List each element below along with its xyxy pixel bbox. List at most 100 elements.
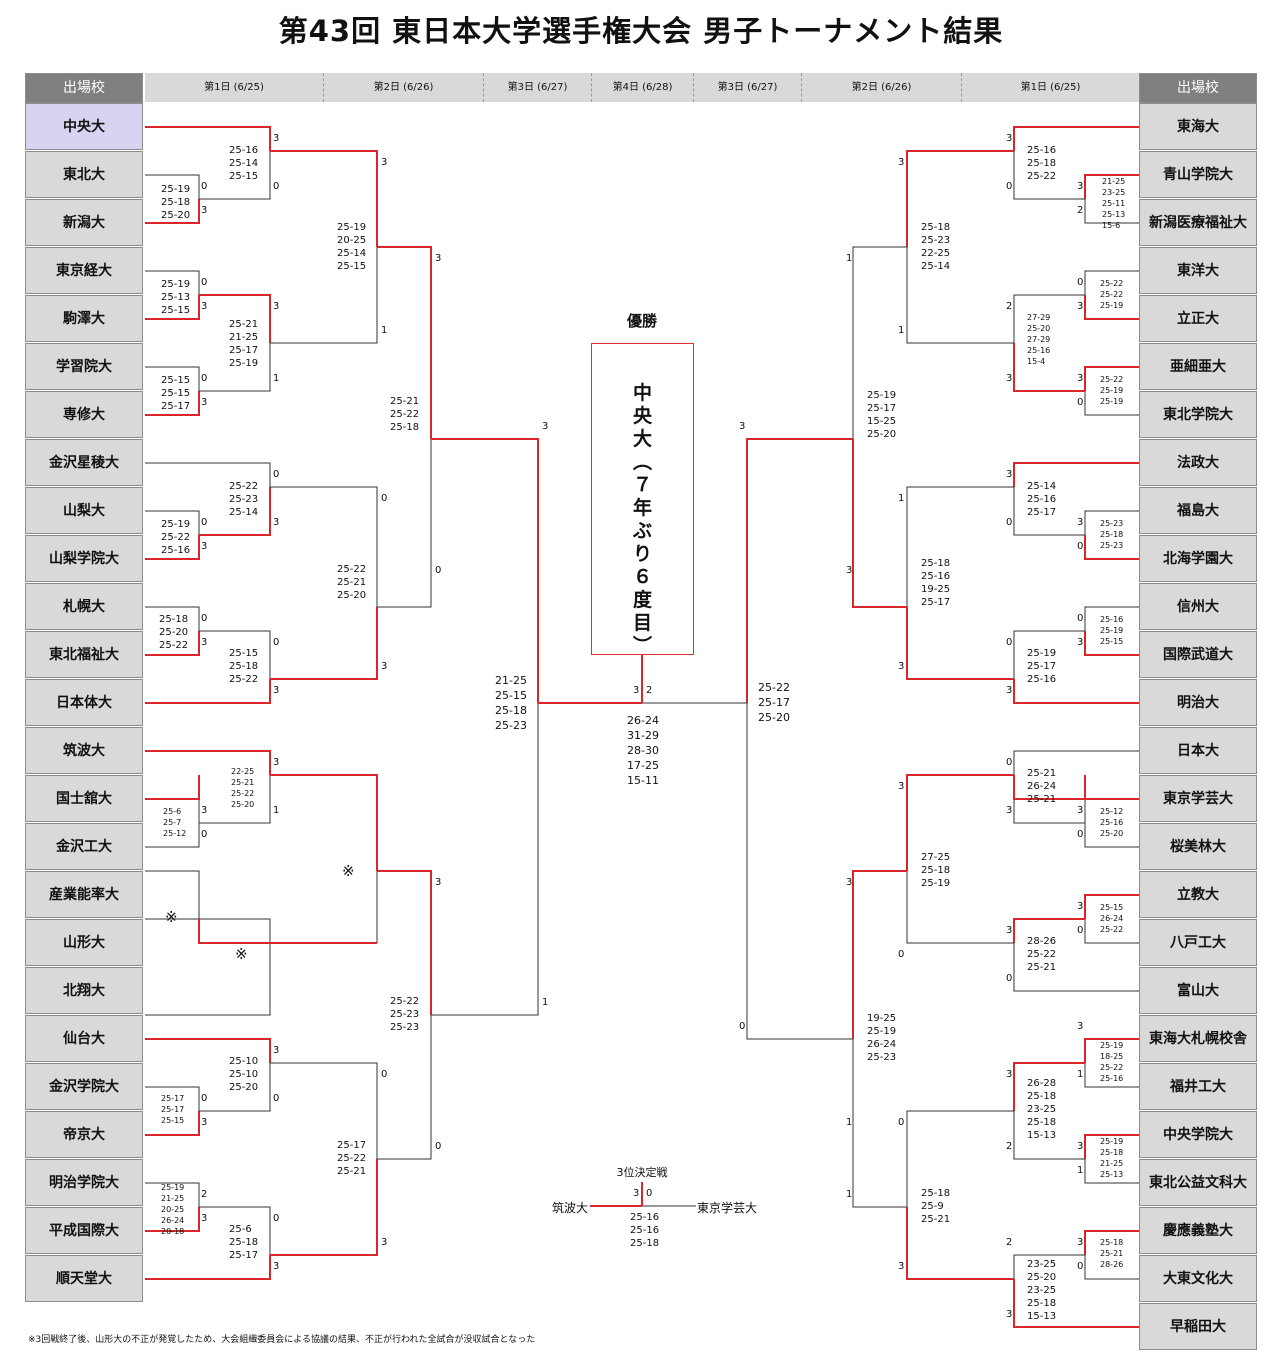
- bracket-winner-line: [431, 438, 539, 703]
- games-won: 3: [201, 205, 208, 216]
- bracket-winner-line: [270, 1159, 378, 1256]
- right-team-17: 立教大: [1139, 871, 1257, 918]
- games-won: 3: [201, 397, 208, 408]
- games-won: 0: [1077, 829, 1084, 840]
- bracket-winner-line: [270, 774, 378, 871]
- games-won: 3: [1077, 517, 1084, 528]
- games-won: 3: [201, 805, 208, 816]
- set-scores: 25-18 25-16 19-25 25-17: [921, 558, 951, 608]
- set-scores: 25-17 25-17 25-15: [161, 1094, 185, 1125]
- bracket-winner-line: [1013, 1279, 1139, 1328]
- games-won: 0: [201, 613, 208, 624]
- left-team-18: 山形大: [25, 919, 143, 966]
- set-scores: 25-19 21-25 20-25 26-24 20-18: [161, 1183, 185, 1236]
- champion-text-char: ︶: [632, 635, 652, 657]
- set-scores: 25-21 21-25 25-17 25-19: [229, 319, 259, 369]
- right-school-header: 出場校: [1139, 73, 1257, 103]
- games-won: 3: [898, 1261, 905, 1272]
- left-team-17: 産業能率大: [25, 871, 143, 918]
- set-scores: 25-22 25-22 25-19: [1100, 279, 1124, 310]
- bracket-winner-line: [1084, 1230, 1139, 1255]
- bracket-winner-line: [145, 775, 200, 800]
- left-team-24: 平成国際大: [25, 1207, 143, 1254]
- games-won: 3: [381, 1237, 388, 1248]
- set-scores: 25-21 26-24 25-21: [1027, 768, 1057, 805]
- set-scores: 25-19 25-17 25-16: [1027, 648, 1057, 685]
- games-won: 3: [1077, 1141, 1084, 1152]
- games-won: 3: [201, 541, 208, 552]
- games-won: 0: [381, 493, 388, 504]
- void-mark: ※: [342, 862, 355, 880]
- set-scores: 27-25 25-18 25-19: [921, 852, 951, 889]
- games-won: 3: [1006, 373, 1013, 384]
- right-team-2: 青山学院大: [1139, 151, 1257, 198]
- champion-text-char: ７: [632, 474, 652, 496]
- right-team-12: 国際武道大: [1139, 631, 1257, 678]
- bracket-winner-line: [377, 870, 432, 1015]
- games-won: 3: [1077, 805, 1084, 816]
- left-team-14: 筑波大: [25, 727, 143, 774]
- right-team-25: 大東文化大: [1139, 1255, 1257, 1302]
- set-scores: 25-14 25-16 25-17: [1027, 481, 1057, 518]
- games-won: 3: [273, 133, 280, 144]
- games-won: 0: [201, 829, 208, 840]
- set-scores: 25-19 25-13 25-15: [161, 279, 191, 316]
- games-won: 3: [1077, 637, 1084, 648]
- set-scores: 25-16 25-19 25-15: [1100, 615, 1124, 646]
- set-scores: 25-19 25-18 25-20: [161, 184, 191, 221]
- right-team-11: 信州大: [1139, 583, 1257, 630]
- bracket-line: [270, 774, 378, 943]
- set-scores: 19-25 25-19 26-24 25-23: [867, 1013, 897, 1063]
- set-scores: 25-19 25-18 21-25 25-13: [1100, 1137, 1124, 1179]
- left-team-8: 金沢星稜大: [25, 439, 143, 486]
- right-team-5: 立正大: [1139, 295, 1257, 342]
- round-header-1: 第1日 (6/25): [145, 73, 323, 102]
- right-team-15: 東京学芸大: [1139, 775, 1257, 822]
- bracket-winner-line: [1013, 126, 1139, 151]
- games-won: 3: [1006, 805, 1013, 816]
- left-team-13: 日本体大: [25, 679, 143, 726]
- set-scores: 28-26 25-22 25-21: [1027, 936, 1057, 973]
- third-place-scores: 25-16 25-16 25-18: [630, 1212, 660, 1249]
- right-team-1: 東海大: [1139, 103, 1257, 150]
- champion-label: 優勝: [626, 312, 657, 330]
- games-won: 3: [1006, 1309, 1013, 1320]
- set-scores: 25-22 25-23 25-14: [229, 481, 259, 518]
- games-won: 3: [542, 421, 549, 432]
- games-won: 0: [1006, 973, 1013, 984]
- games-won: 2: [1077, 205, 1084, 216]
- games-won: 0: [1077, 925, 1084, 936]
- bracket-winner-line: [145, 1038, 271, 1063]
- bracket-winner-line: [145, 1111, 200, 1136]
- set-scores: 25-10 25-10 25-20: [229, 1056, 259, 1093]
- games-won: 0: [201, 517, 208, 528]
- games-won: 2: [1006, 1141, 1013, 1152]
- games-won: 3: [1077, 1021, 1084, 1032]
- bracket-winner-line: [145, 1255, 271, 1280]
- left-team-1: 中央大: [25, 103, 143, 150]
- bracket-winner-line: [746, 438, 853, 703]
- left-team-7: 専修大: [25, 391, 143, 438]
- left-team-4: 東京経大: [25, 247, 143, 294]
- bracket-winner-line: [270, 607, 378, 680]
- bracket-winner-line: [1084, 174, 1139, 199]
- right-team-9: 福島大: [1139, 487, 1257, 534]
- set-scores: 25-19 25-22 25-16: [161, 519, 191, 556]
- right-team-26: 早稲田大: [1139, 1303, 1257, 1350]
- games-won: 3: [1077, 901, 1084, 912]
- set-scores: 25-6 25-7 25-12: [163, 807, 187, 838]
- bracket-winner-line: [1084, 894, 1139, 919]
- bracket-winner-line: [145, 199, 200, 224]
- set-scores: 25-22 25-17 25-20: [758, 681, 790, 724]
- bracket-winner-line: [1084, 535, 1139, 560]
- set-scores: 21-25 25-15 25-18 25-23: [495, 674, 527, 732]
- bracket-winner-line: [1084, 1038, 1139, 1063]
- right-team-24: 慶應義塾大: [1139, 1207, 1257, 1254]
- games-won: 3: [1006, 133, 1013, 144]
- set-scores: 25-21 25-22 25-18: [390, 396, 420, 433]
- games-won: 3: [1077, 373, 1084, 384]
- games-won: 0: [1077, 1261, 1084, 1272]
- bracket-winner-line: [145, 126, 271, 151]
- games-won: 0: [273, 1093, 280, 1104]
